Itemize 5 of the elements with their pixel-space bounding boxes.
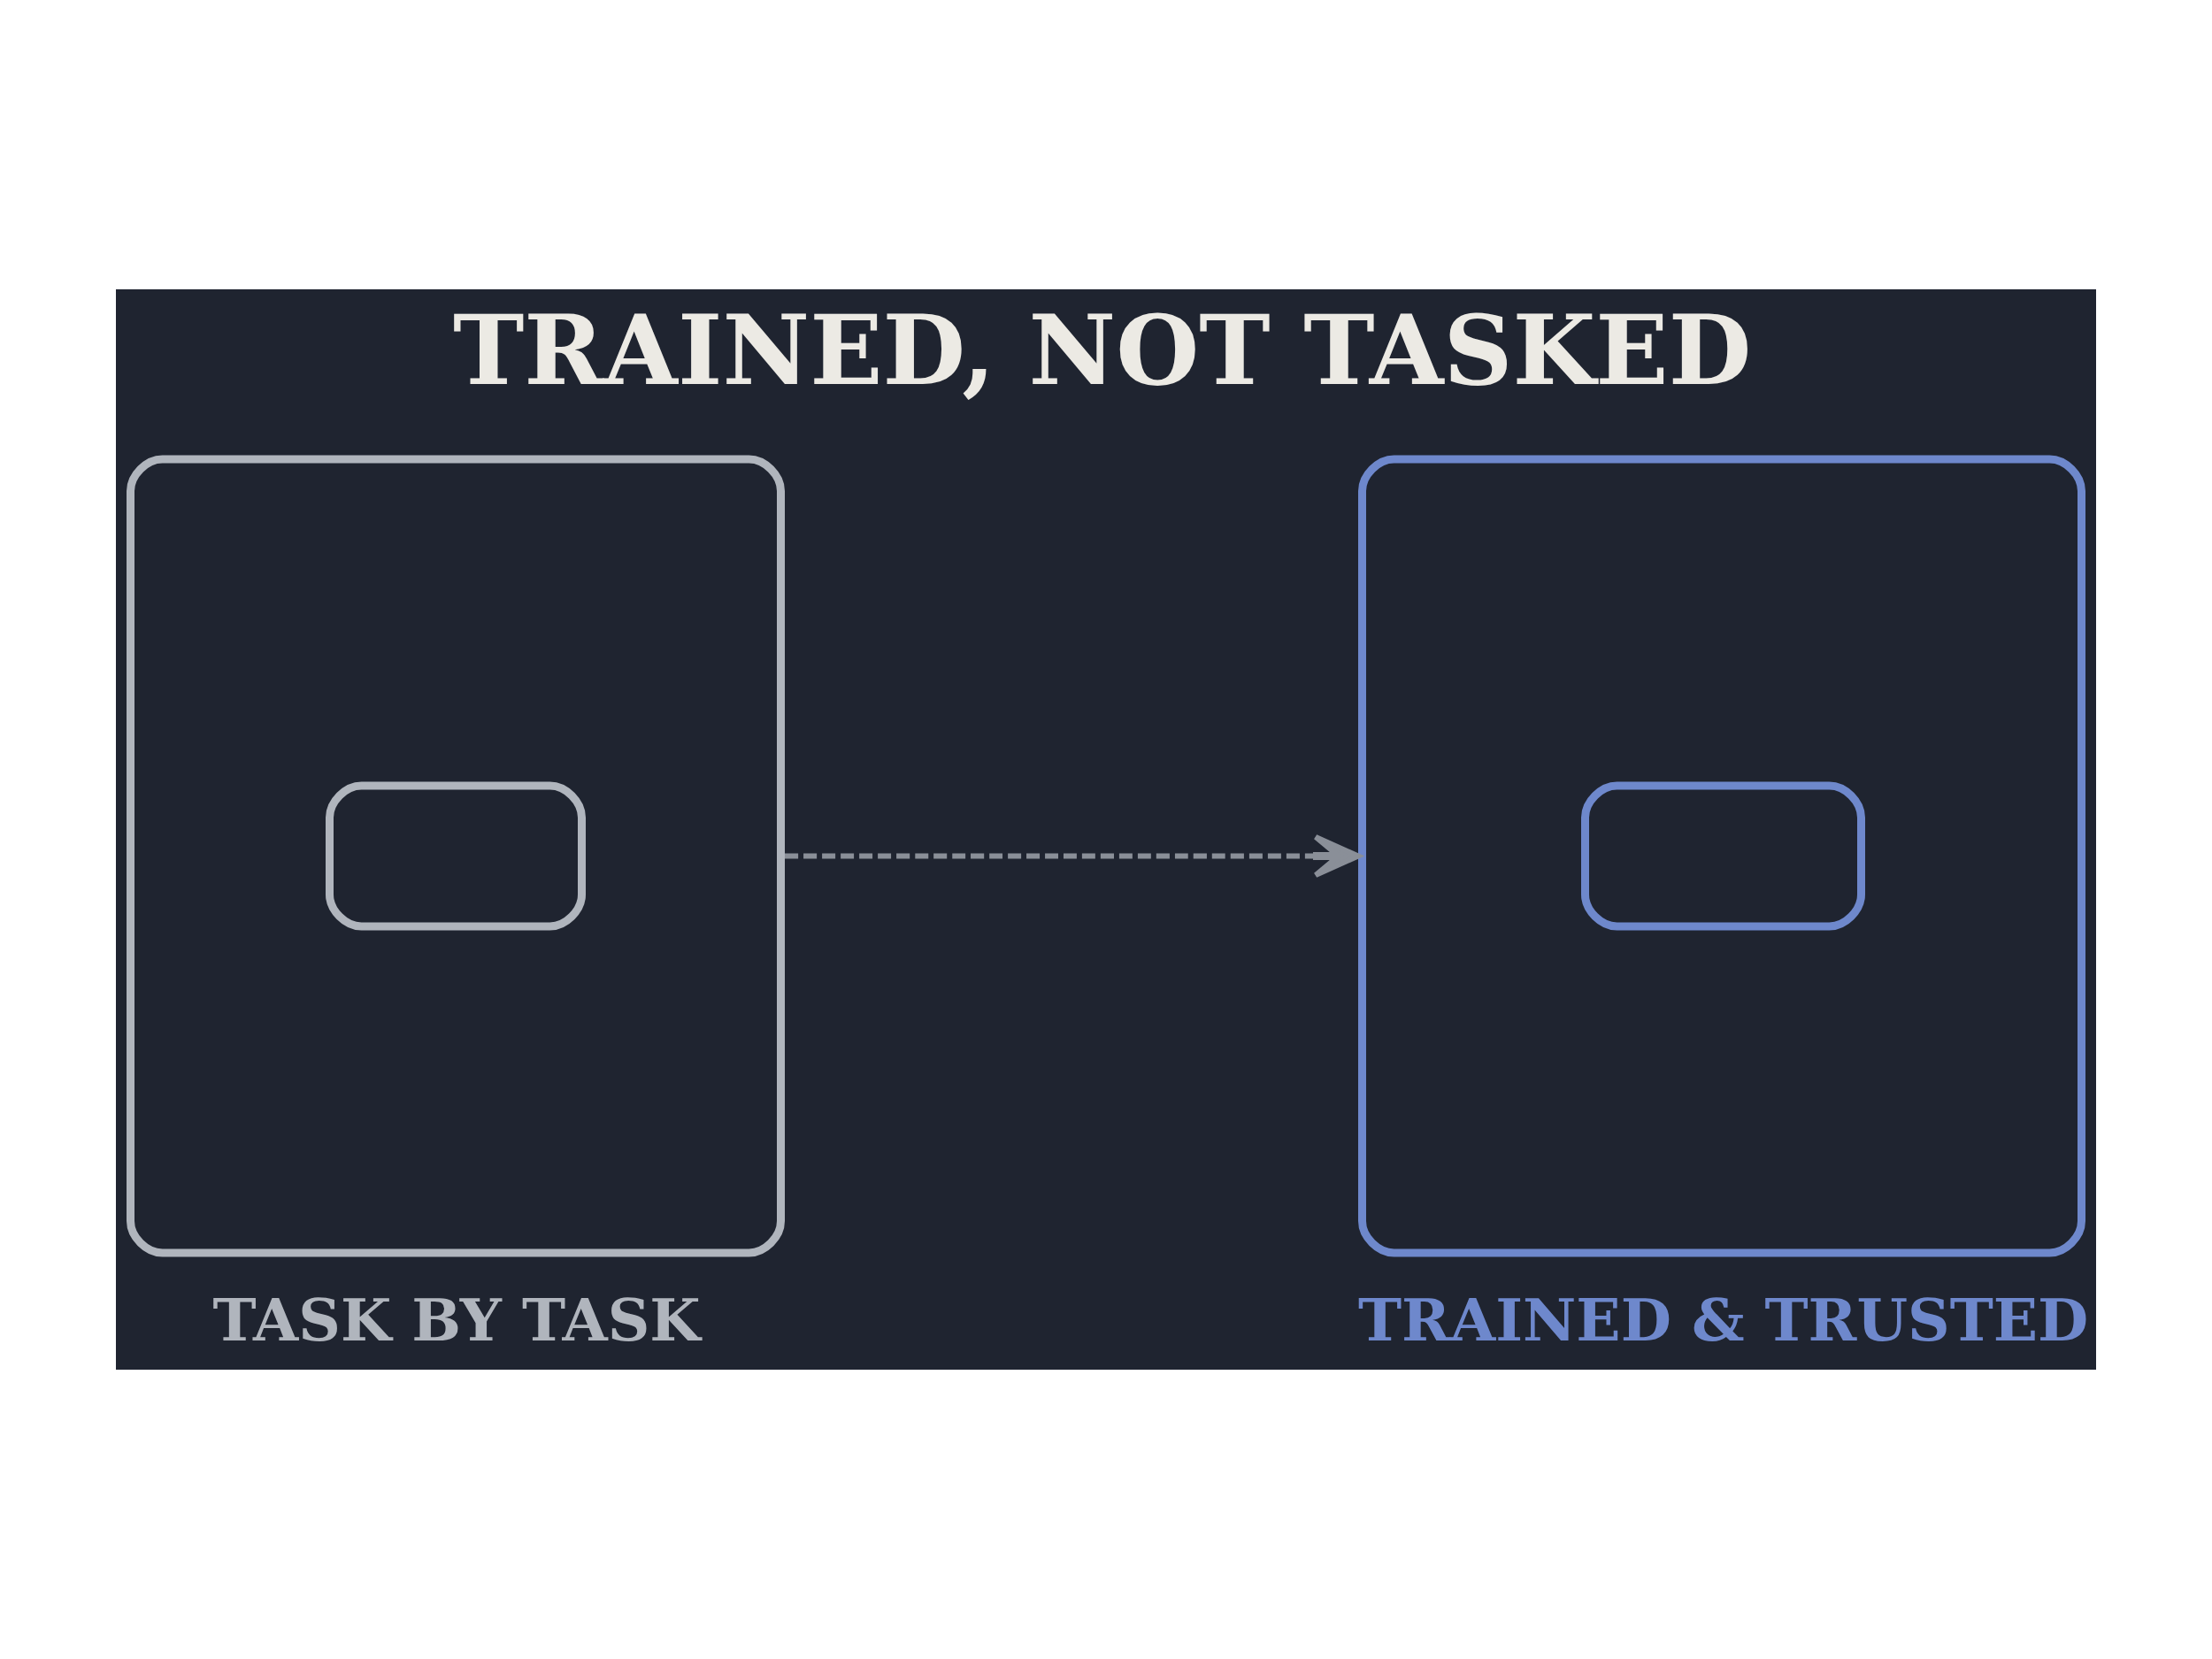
node-label: TASK BY TASK: [212, 1286, 701, 1356]
node-box: [1358, 455, 2085, 1257]
node-label: TRAINED & TRUSTED: [1358, 1286, 2089, 1356]
node-box: [127, 455, 785, 1257]
diagram-title: TRAINED, NOT TASKED: [453, 295, 1752, 407]
